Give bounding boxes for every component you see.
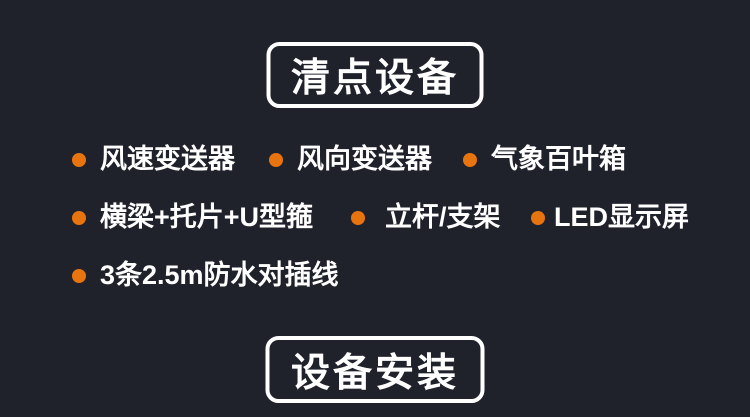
bullet-dot-icon — [531, 210, 545, 225]
list-item-label: 气象百叶箱 — [491, 144, 626, 174]
list-item-label: 立杆/支架 — [385, 202, 501, 232]
list-item: 风速变送器 — [72, 146, 235, 173]
section-title-installation: 设备安装 — [290, 351, 459, 395]
list-item: 横梁+托片+U型箍 — [72, 204, 313, 231]
list-item-label: 风向变送器 — [297, 144, 432, 174]
list-item: 立杆/支架 — [351, 204, 501, 231]
list-item: 风向变送器 — [269, 146, 432, 173]
bullet-dot-icon — [72, 268, 86, 283]
section-title-box-installation: 设备安装 — [265, 336, 485, 403]
list-item-label: 风速变送器 — [100, 144, 235, 174]
bullet-dot-icon — [72, 210, 86, 225]
section-title-inventory: 清点设备 — [290, 57, 459, 100]
list-item: 气象百叶箱 — [463, 146, 626, 173]
list-item: 3条2.5m防水对插线 — [72, 262, 339, 289]
bullet-dot-icon — [463, 152, 477, 167]
bullet-dot-icon — [72, 152, 86, 167]
list-item: LED显示屏 — [531, 204, 689, 231]
bullet-dot-icon — [351, 210, 365, 225]
list-item-label: 横梁+托片+U型箍 — [100, 202, 314, 232]
list-item-label: LED显示屏 — [554, 202, 689, 232]
bullet-dot-icon — [269, 152, 283, 167]
list-item-label: 3条2.5m防水对插线 — [100, 260, 339, 290]
section-title-box-inventory: 清点设备 — [266, 42, 484, 108]
